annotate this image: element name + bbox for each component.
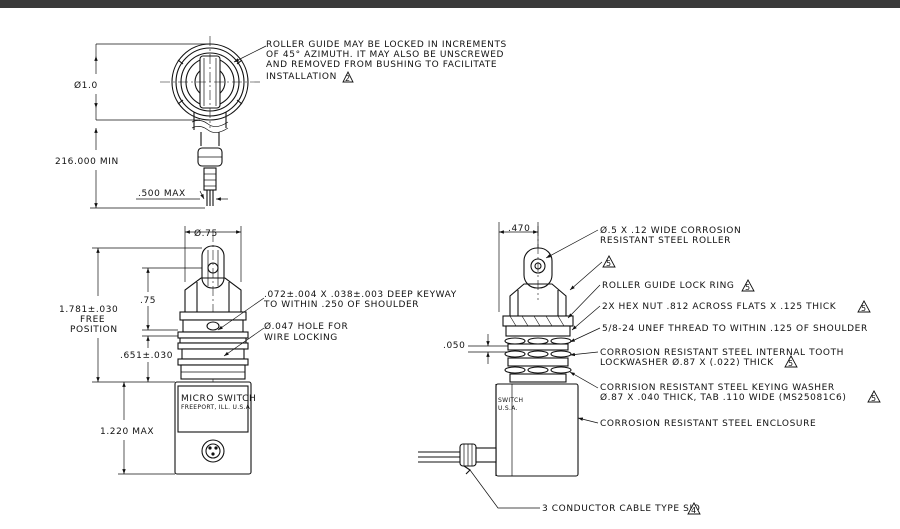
gap-label: .050	[443, 341, 465, 351]
callout-ref-triangle	[602, 255, 616, 268]
note-line-1: ROLLER GUIDE MAY BE LOCKED IN INCREMENTS	[266, 40, 507, 50]
note-ref: 2	[345, 74, 351, 83]
callout-roller-line-1: Ø.5 X .12 WIDE CORROSION	[600, 225, 741, 236]
free-position-value: 1.781±.030	[59, 305, 118, 315]
callout-lock-ring: ROLLER GUIDE LOCK RING	[602, 281, 735, 291]
callout-ref-b: 5	[745, 283, 751, 292]
callout-enclosure: CORROSION RESISTANT STEEL ENCLOSURE	[600, 419, 816, 429]
hole-line-1: Ø.047 HOLE FOR	[264, 321, 348, 332]
note-line-3: AND REMOVED FROM BUSHING TO FACILITATE	[266, 60, 497, 70]
callout-ref-triangle	[741, 279, 755, 292]
enclosure-label: 1.220 MAX	[100, 427, 154, 437]
plunger-label: .75	[140, 296, 156, 306]
callout-thread: 5/8-24 UNEF THREAD TO WITHIN .125 OF SHO…	[602, 324, 868, 334]
callout-ref-c: 5	[861, 304, 867, 313]
side-view: SWITCH U.S.A. .470 .050	[418, 222, 603, 509]
length-label: 216.000 MIN	[55, 157, 119, 167]
side-width-label: .470	[508, 224, 530, 234]
free-position-word-2: POSITION	[70, 325, 118, 335]
free-position-word-1: FREE	[80, 315, 105, 325]
note-line-4: INSTALLATION	[266, 72, 337, 82]
front-view: MICRO SWITCH FREEPORT, ILL. U.S.A. Ø.75 …	[59, 226, 457, 475]
callout-roller-line-2: RESISTANT STEEL ROLLER	[600, 236, 731, 246]
side-callouts: Ø.5 X .12 WIDE CORROSION RESISTANT STEEL…	[542, 225, 881, 515]
note-ref-triangle	[342, 70, 354, 83]
bushing-label: .651±.030	[120, 351, 173, 361]
keyway-line-2: TO WITHIN .250 OF SHOULDER	[263, 300, 419, 310]
width-label: Ø.75	[194, 228, 218, 239]
callout-ref-f: 4	[691, 506, 697, 515]
side-label-fragment-2: U.S.A.	[498, 405, 518, 412]
window-top-bar	[0, 0, 900, 8]
callout-lockwasher-line-1: CORROSION RESISTANT STEEL INTERNAL TOOTH	[600, 348, 844, 358]
note-line-2: OF 45° AZIMUTH. IT MAY ALSO BE UNSCREWED	[266, 50, 504, 60]
enclosure-label-line-1: MICRO SWITCH	[181, 394, 256, 404]
enclosure-label-line-2: FREEPORT, ILL. U.S.A.	[181, 404, 252, 411]
callout-ref-a: 5	[606, 259, 612, 268]
side-label-fragment-1: SWITCH	[498, 397, 523, 404]
callout-ref-d: 5	[788, 359, 794, 368]
callout-ref-triangle	[784, 355, 798, 368]
keyway-line-1: .072±.004 X .038±.003 DEEP KEYWAY	[264, 290, 457, 300]
callout-cable: 3 CONDUCTOR CABLE TYPE SJO	[542, 504, 700, 514]
callout-ref-triangle	[687, 502, 701, 515]
callout-ref-triangle	[867, 390, 881, 403]
callout-ref-e: 5	[871, 394, 877, 403]
callout-hex-nut: 2X HEX NUT .812 ACROSS FLATS X .125 THIC…	[602, 302, 837, 312]
diameter-label: Ø1.0	[74, 80, 98, 91]
callout-keying-washer-line-2: Ø.87 X .040 THICK, TAB .110 WIDE (MS2508…	[600, 392, 846, 403]
cable-label: .500 MAX	[138, 189, 186, 199]
hole-line-2: WIRE LOCKING	[264, 333, 338, 343]
top-view: Ø1.0 216.000 MIN .500 MAX ROLLER GUIDE M…	[55, 36, 507, 209]
callout-lockwasher-line-2: LOCKWASHER Ø.87 X (.022) THICK	[600, 357, 774, 368]
callout-keying-washer-line-1: CORRISION RESISTANT STEEL KEYING WASHER	[600, 383, 835, 393]
callout-ref-triangle	[857, 300, 871, 313]
